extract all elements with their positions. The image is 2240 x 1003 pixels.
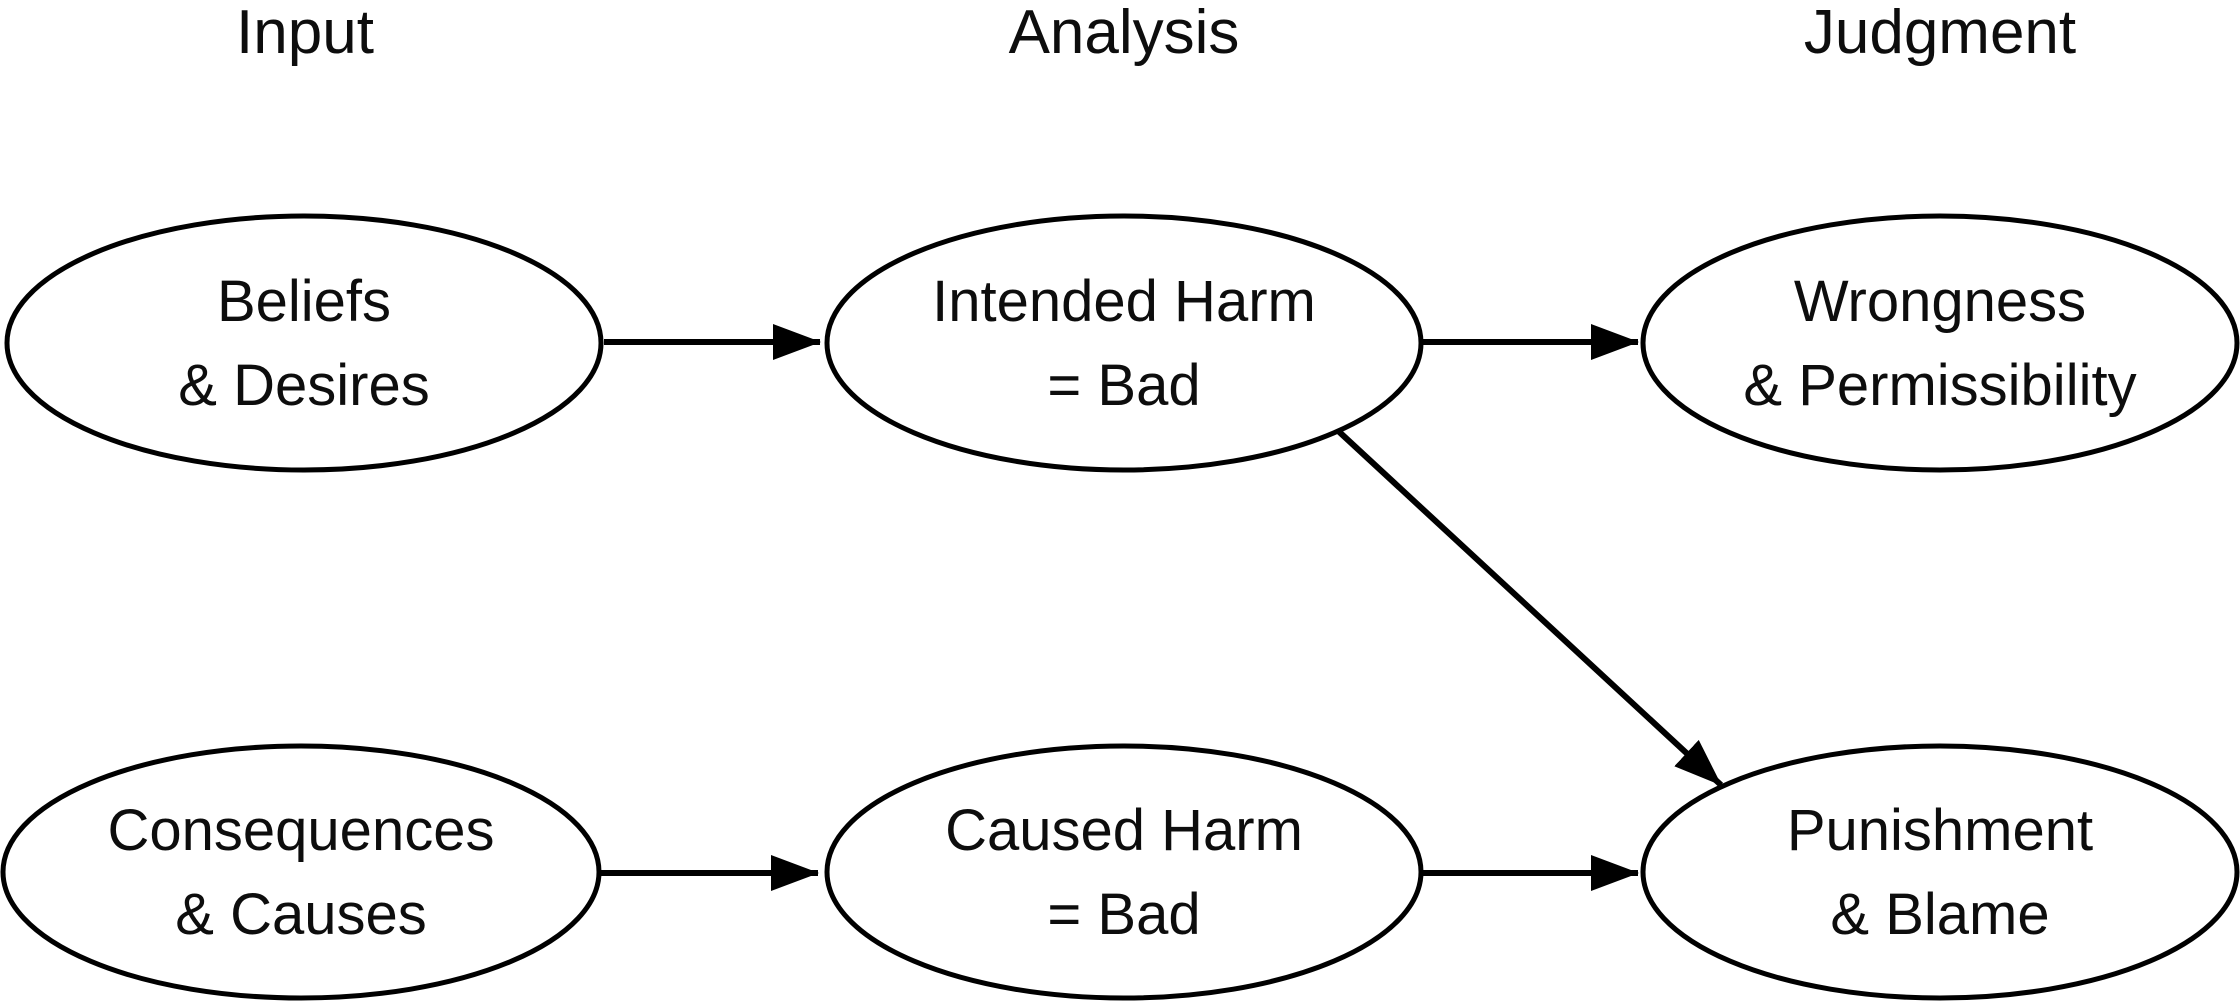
- node-caused-harm-label-line2: = Bad: [1047, 882, 1200, 947]
- node-wrongness-permissibility: Wrongness & Permissibility: [1640, 213, 2240, 473]
- node-intended-harm-label-line2: = Bad: [1047, 353, 1200, 418]
- node-consequences-causes: Consequences & Causes: [0, 743, 602, 1001]
- node-consequences-causes-label-line1: Consequences: [108, 798, 495, 863]
- node-punishment-blame-ellipse: [1640, 743, 2240, 1001]
- column-header-judgment: Judgment: [1804, 0, 2076, 67]
- node-beliefs-desires: Beliefs & Desires: [4, 213, 604, 473]
- node-consequences-causes-ellipse: [0, 743, 602, 1001]
- node-wrongness-permissibility-ellipse: [1640, 213, 2240, 473]
- node-caused-harm: Caused Harm = Bad: [824, 743, 1424, 1001]
- node-punishment-blame-label-line2: & Blame: [1830, 882, 2049, 947]
- node-beliefs-desires-ellipse: [4, 213, 604, 473]
- node-intended-harm-label-line1: Intended Harm: [932, 269, 1316, 334]
- column-header-input: Input: [236, 0, 374, 67]
- node-caused-harm-label-line1: Caused Harm: [945, 798, 1303, 863]
- column-header-analysis: Analysis: [1009, 0, 1240, 67]
- diagram-edges: [599, 324, 1724, 891]
- node-wrongness-permissibility-label-line2: & Permissibility: [1743, 353, 2136, 418]
- node-punishment-blame-label-line1: Punishment: [1787, 798, 2093, 863]
- node-punishment-blame: Punishment & Blame: [1640, 743, 2240, 1001]
- node-consequences-causes-label-line2: & Causes: [175, 882, 426, 947]
- column-headers: Input Analysis Judgment: [236, 0, 2076, 67]
- node-beliefs-desires-label-line1: Beliefs: [217, 269, 391, 334]
- node-intended-harm-ellipse: [824, 213, 1424, 473]
- node-intended-harm: Intended Harm = Bad: [824, 213, 1424, 473]
- arrow-intended-harm-to-punishment: [1332, 425, 1724, 788]
- node-beliefs-desires-label-line2: & Desires: [178, 353, 429, 418]
- node-wrongness-permissibility-label-line1: Wrongness: [1794, 269, 2086, 334]
- node-caused-harm-ellipse: [824, 743, 1424, 1001]
